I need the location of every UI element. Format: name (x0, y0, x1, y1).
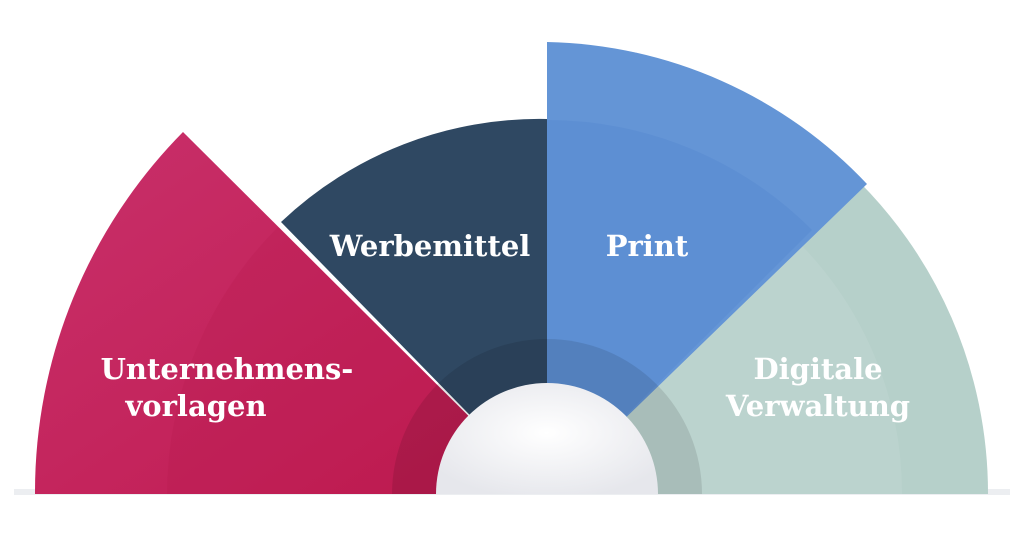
label-werbemittel: Werbemittel (329, 229, 531, 263)
segment-unternehmensvorlagen-ring (167, 227, 547, 494)
label-digitale-verwaltung-line2: Verwaltung (725, 389, 910, 423)
segment-digitale-verwaltung (547, 171, 989, 494)
label-digitale-verwaltung-line1: Digitale (753, 352, 882, 386)
segment-print (547, 42, 867, 494)
label-unternehmensvorlagen-line1: Unternehmens- (101, 352, 354, 386)
center-hub (436, 383, 658, 494)
label-print: Print (606, 229, 689, 263)
segment-werbemittel (281, 118, 547, 494)
label-unternehmensvorlagen: Unternehmens- vorlagen (101, 352, 354, 423)
label-unternehmensvorlagen-line2: vorlagen (124, 389, 266, 423)
label-werbemittel-line1: Werbemittel (329, 229, 531, 263)
label-print-line1: Print (606, 229, 689, 263)
label-digitale-verwaltung: Digitale Verwaltung (725, 352, 910, 423)
segment-print-ring (547, 119, 812, 494)
segment-unternehmensvorlagen (34, 132, 547, 494)
